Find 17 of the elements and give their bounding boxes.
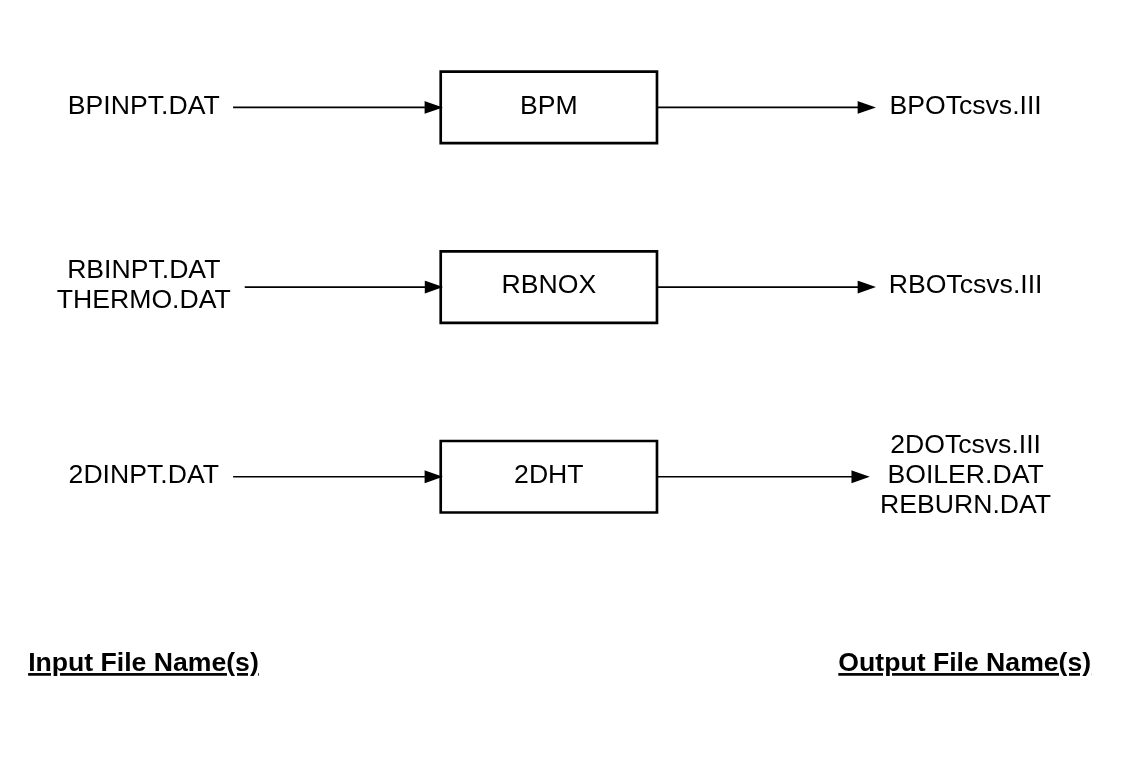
arrow <box>656 470 870 484</box>
label: Output File Name(s) <box>838 647 1092 678</box>
arrow <box>232 101 443 114</box>
node-text: BPOTcsvs.III <box>889 89 1042 120</box>
node-text: RBINPT.DAT THERMO.DAT <box>56 254 231 315</box>
arrow <box>656 101 876 114</box>
arrow <box>243 280 444 294</box>
arrow <box>656 280 876 294</box>
node-text: BPINPT.DAT <box>67 89 220 120</box>
node-box: 2DHT <box>439 439 659 514</box>
node-box: RBNOX <box>439 250 659 325</box>
node-text: 2DINPT.DAT <box>68 459 219 490</box>
node-text: 2DOTcsvs.III BOILER.DAT REBURN.DAT <box>880 429 1052 520</box>
node-text: RBOTcsvs.III <box>888 269 1043 300</box>
node-box: BPM <box>439 70 659 145</box>
arrow <box>232 470 443 484</box>
label: Input File Name(s) <box>28 647 259 678</box>
